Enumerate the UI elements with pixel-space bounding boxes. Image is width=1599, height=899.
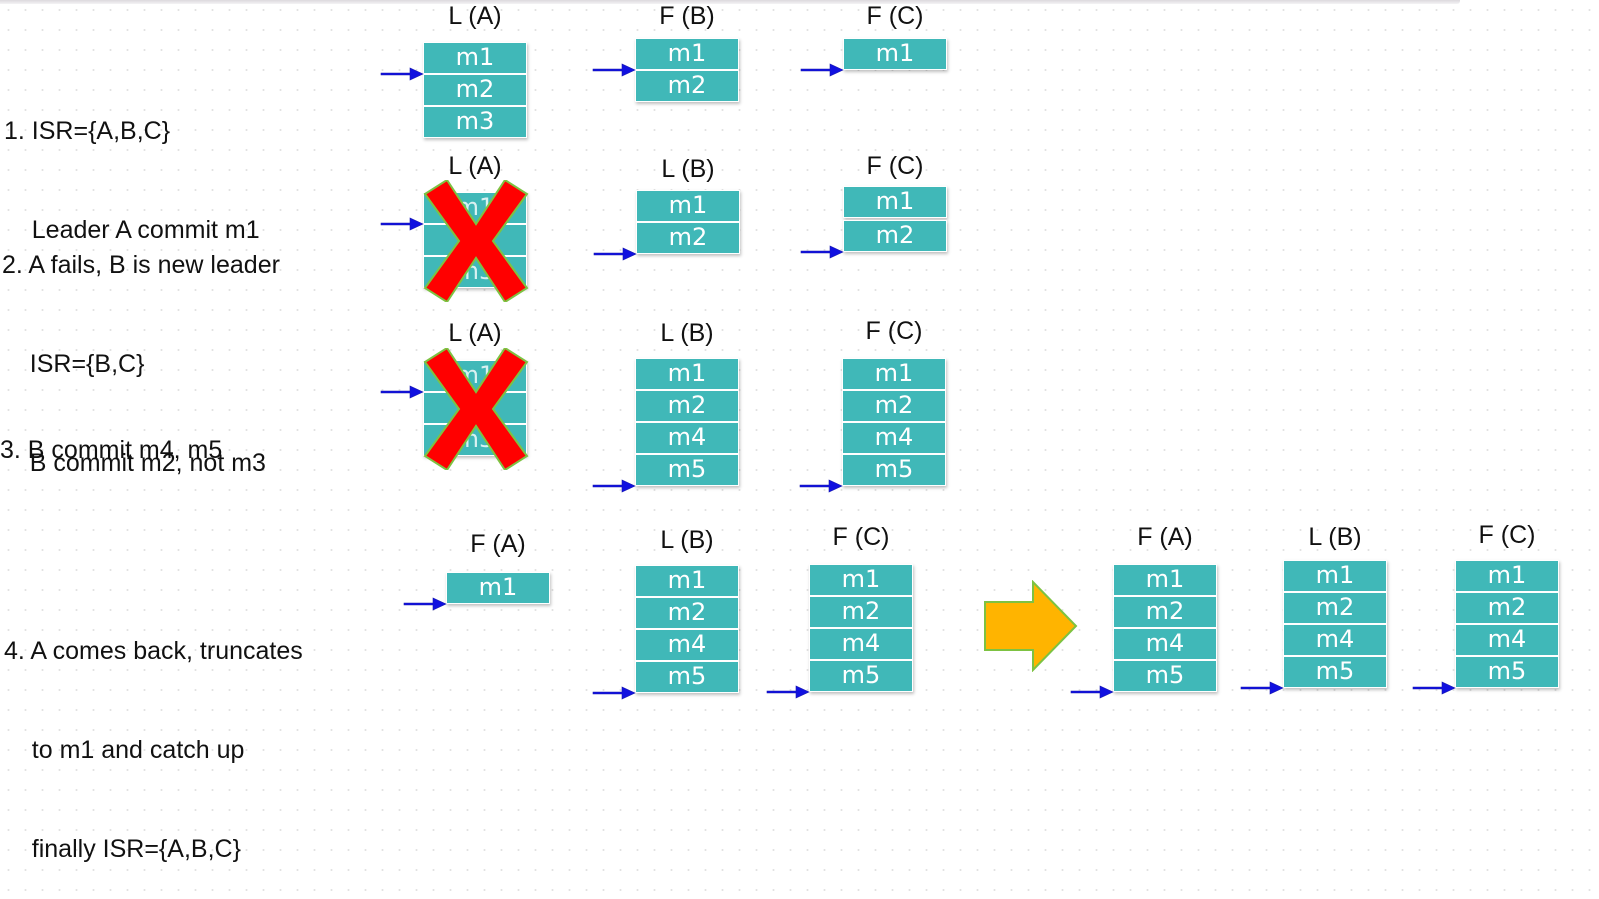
step-3-node-1-pointer-arrow-icon	[380, 385, 424, 399]
log-entry: m1	[1113, 564, 1217, 596]
step-2-node-1-failed-cross-icon	[423, 180, 529, 302]
step-1-node-3-pointer-arrow-icon	[800, 63, 844, 77]
log-entry: m1	[636, 190, 740, 222]
log-entry: m2	[842, 390, 946, 422]
step-4-after-node-1-label: F (A)	[1137, 523, 1193, 551]
log-entry: m5	[1283, 656, 1387, 688]
log-entry: m5	[809, 660, 913, 692]
step-2-node-1-label: L (A)	[448, 152, 502, 180]
step-4-description: 4. A comes back, truncates to m1 and cat…	[4, 569, 303, 899]
step-2-description: 2. A fails, B is new leader ISR={B,C} B …	[2, 183, 280, 513]
step-4-line-3: finally ISR={A,B,C}	[4, 835, 241, 863]
log-entry: m2	[843, 220, 947, 252]
step-2-node-3-label: F (C)	[866, 152, 924, 180]
log-entry: m1	[843, 38, 947, 70]
step-4-after-node-2-label: L (B)	[1308, 523, 1362, 551]
log-entry: m4	[809, 628, 913, 660]
step-1-node-1-label: L (A)	[448, 2, 502, 30]
step-3-line-1: 3. B commit m4, m5	[0, 436, 223, 464]
step-4-after-node-3-pointer-arrow-icon	[1412, 681, 1456, 695]
log-entry: m3	[423, 106, 527, 138]
step-4-node-1-pointer-arrow-icon	[403, 597, 447, 611]
step-2-line-3: B commit m2, not m3	[2, 449, 266, 477]
step-3-node-2-pointer-arrow-icon	[592, 479, 636, 493]
log-entry: m1	[423, 42, 527, 74]
step-4-node-2-label: L (B)	[660, 526, 714, 554]
step-3-node-3-pointer-arrow-icon	[799, 479, 843, 493]
step-1-line-2: Leader A commit m1	[4, 216, 260, 244]
log-entry: m1	[446, 572, 550, 604]
step-4-node-3-label: F (C)	[832, 523, 890, 551]
log-entry: m2	[1283, 592, 1387, 624]
step-3-node-1-failed-cross-icon	[423, 348, 529, 470]
log-entry: m1	[635, 38, 739, 70]
step-2-line-2: ISR={B,C}	[2, 350, 145, 378]
log-entry: m5	[842, 454, 946, 486]
log-entry: m4	[1455, 624, 1559, 656]
top-edge-bar	[0, 0, 1460, 4]
log-entry: m2	[809, 596, 913, 628]
step-1-node-2-label: F (B)	[659, 2, 715, 30]
log-entry: m2	[635, 390, 739, 422]
step-3-node-3-label: F (C)	[865, 317, 923, 345]
step-4-node-1-log: m1	[446, 572, 550, 604]
log-entry: m1	[809, 564, 913, 596]
step-4-after-node-1-pointer-arrow-icon	[1070, 685, 1114, 699]
log-entry: m5	[1455, 656, 1559, 688]
step-1-node-3-log: m1	[843, 38, 947, 70]
step-4-node-2-pointer-arrow-icon	[592, 686, 636, 700]
step-3-node-1-label: L (A)	[448, 319, 502, 347]
log-entry: m1	[842, 358, 946, 390]
step-3-node-2-label: L (B)	[660, 319, 714, 347]
log-entry: m2	[423, 74, 527, 106]
log-entry: m2	[636, 222, 740, 254]
log-entry: m2	[635, 70, 739, 102]
log-entry: m5	[1113, 660, 1217, 692]
step-4-node-1-label: F (A)	[470, 530, 526, 558]
step-1-node-1-pointer-arrow-icon	[380, 67, 424, 81]
log-entry: m4	[635, 422, 739, 454]
log-entry: m4	[842, 422, 946, 454]
step-4-after-node-2-pointer-arrow-icon	[1240, 681, 1284, 695]
log-entry: m1	[843, 186, 947, 218]
step-2-node-2-pointer-arrow-icon	[593, 247, 637, 261]
step-1-description: 1. ISR={A,B,C} Leader A commit m1	[4, 49, 260, 280]
step-1-node-2-pointer-arrow-icon	[592, 63, 636, 77]
step-1-node-3-label: F (C)	[866, 2, 924, 30]
step-2-node-3-pointer-arrow-icon	[800, 245, 844, 259]
log-entry: m2	[1113, 596, 1217, 628]
step-2-line-1: 2. A fails, B is new leader	[2, 251, 280, 279]
log-entry: m4	[1113, 628, 1217, 660]
log-entry: m5	[635, 454, 739, 486]
log-entry: m2	[635, 597, 739, 629]
transition-arrow-icon	[984, 580, 1078, 672]
step-1-line-1: 1. ISR={A,B,C}	[4, 117, 171, 145]
step-2-node-2-label: L (B)	[661, 155, 715, 183]
step-4-line-1: 4. A comes back, truncates	[4, 637, 303, 665]
step-4-node-3-pointer-arrow-icon	[766, 685, 810, 699]
log-entry: m1	[635, 565, 739, 597]
log-entry: m1	[1455, 560, 1559, 592]
step-4-after-node-3-label: F (C)	[1478, 521, 1536, 549]
step-3-description: 3. B commit m4, m5	[0, 368, 222, 500]
log-entry: m1	[1283, 560, 1387, 592]
log-entry: m5	[635, 661, 739, 693]
log-entry: m4	[1283, 624, 1387, 656]
log-entry: m2	[1455, 592, 1559, 624]
log-entry: m1	[635, 358, 739, 390]
step-2-node-1-pointer-arrow-icon	[380, 217, 424, 231]
log-entry: m4	[635, 629, 739, 661]
step-4-line-2: to m1 and catch up	[4, 736, 245, 764]
